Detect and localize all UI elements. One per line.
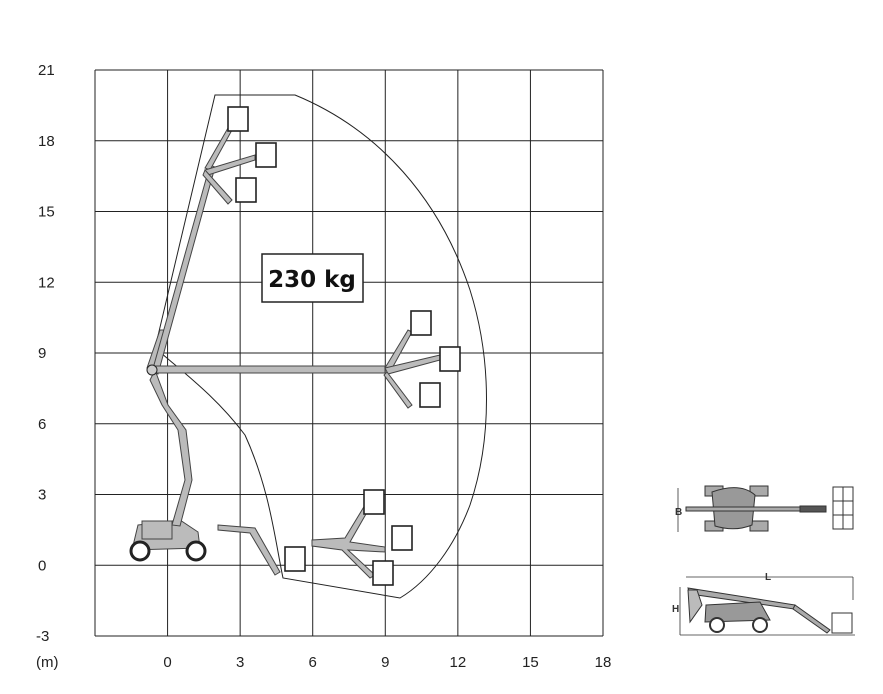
x-axis-ticks: 0 3 6 9 12 15 18	[163, 654, 611, 671]
baskets	[227, 106, 461, 586]
lift-machine	[129, 127, 441, 579]
basket	[284, 546, 306, 572]
x-tick-label: 9	[381, 654, 389, 671]
basket	[363, 489, 385, 515]
basket	[419, 382, 441, 408]
y-tick-label: 3	[38, 487, 46, 504]
y-axis-ticks: 21 18 15 12 9 6 3 0 -3	[36, 62, 55, 645]
basket	[410, 310, 432, 336]
basket	[391, 525, 413, 551]
side-view-drawing	[679, 576, 855, 636]
capacity-box	[261, 253, 364, 303]
unit-label: (m)	[36, 654, 59, 671]
x-tick-label: 3	[236, 654, 244, 671]
y-tick-label: -3	[36, 628, 49, 645]
basket	[255, 142, 277, 168]
y-tick-label: 12	[38, 274, 55, 291]
length-dimension-label: L	[765, 572, 771, 583]
wheel	[129, 540, 151, 562]
basket	[439, 346, 461, 372]
x-tick-label: 12	[450, 654, 467, 671]
y-tick-label: 0	[38, 557, 46, 574]
y-tick-label: 6	[38, 416, 46, 433]
width-dimension-label: B	[675, 507, 682, 518]
x-tick-label: 18	[595, 654, 612, 671]
working-envelope	[156, 94, 487, 599]
y-tick-label: 15	[38, 204, 55, 221]
basket	[227, 106, 249, 132]
x-tick-label: 6	[309, 654, 317, 671]
capacity-label: 230 kg	[268, 267, 356, 293]
x-tick-label: 0	[163, 654, 171, 671]
basket	[235, 177, 257, 203]
wheel	[185, 540, 207, 562]
y-tick-label: 21	[38, 62, 55, 79]
y-tick-label: 9	[38, 345, 46, 362]
y-tick-label: 18	[38, 133, 55, 150]
top-view-drawing	[677, 485, 854, 532]
x-tick-label: 15	[522, 654, 539, 671]
basket	[372, 560, 394, 586]
height-dimension-label: H	[672, 604, 679, 615]
